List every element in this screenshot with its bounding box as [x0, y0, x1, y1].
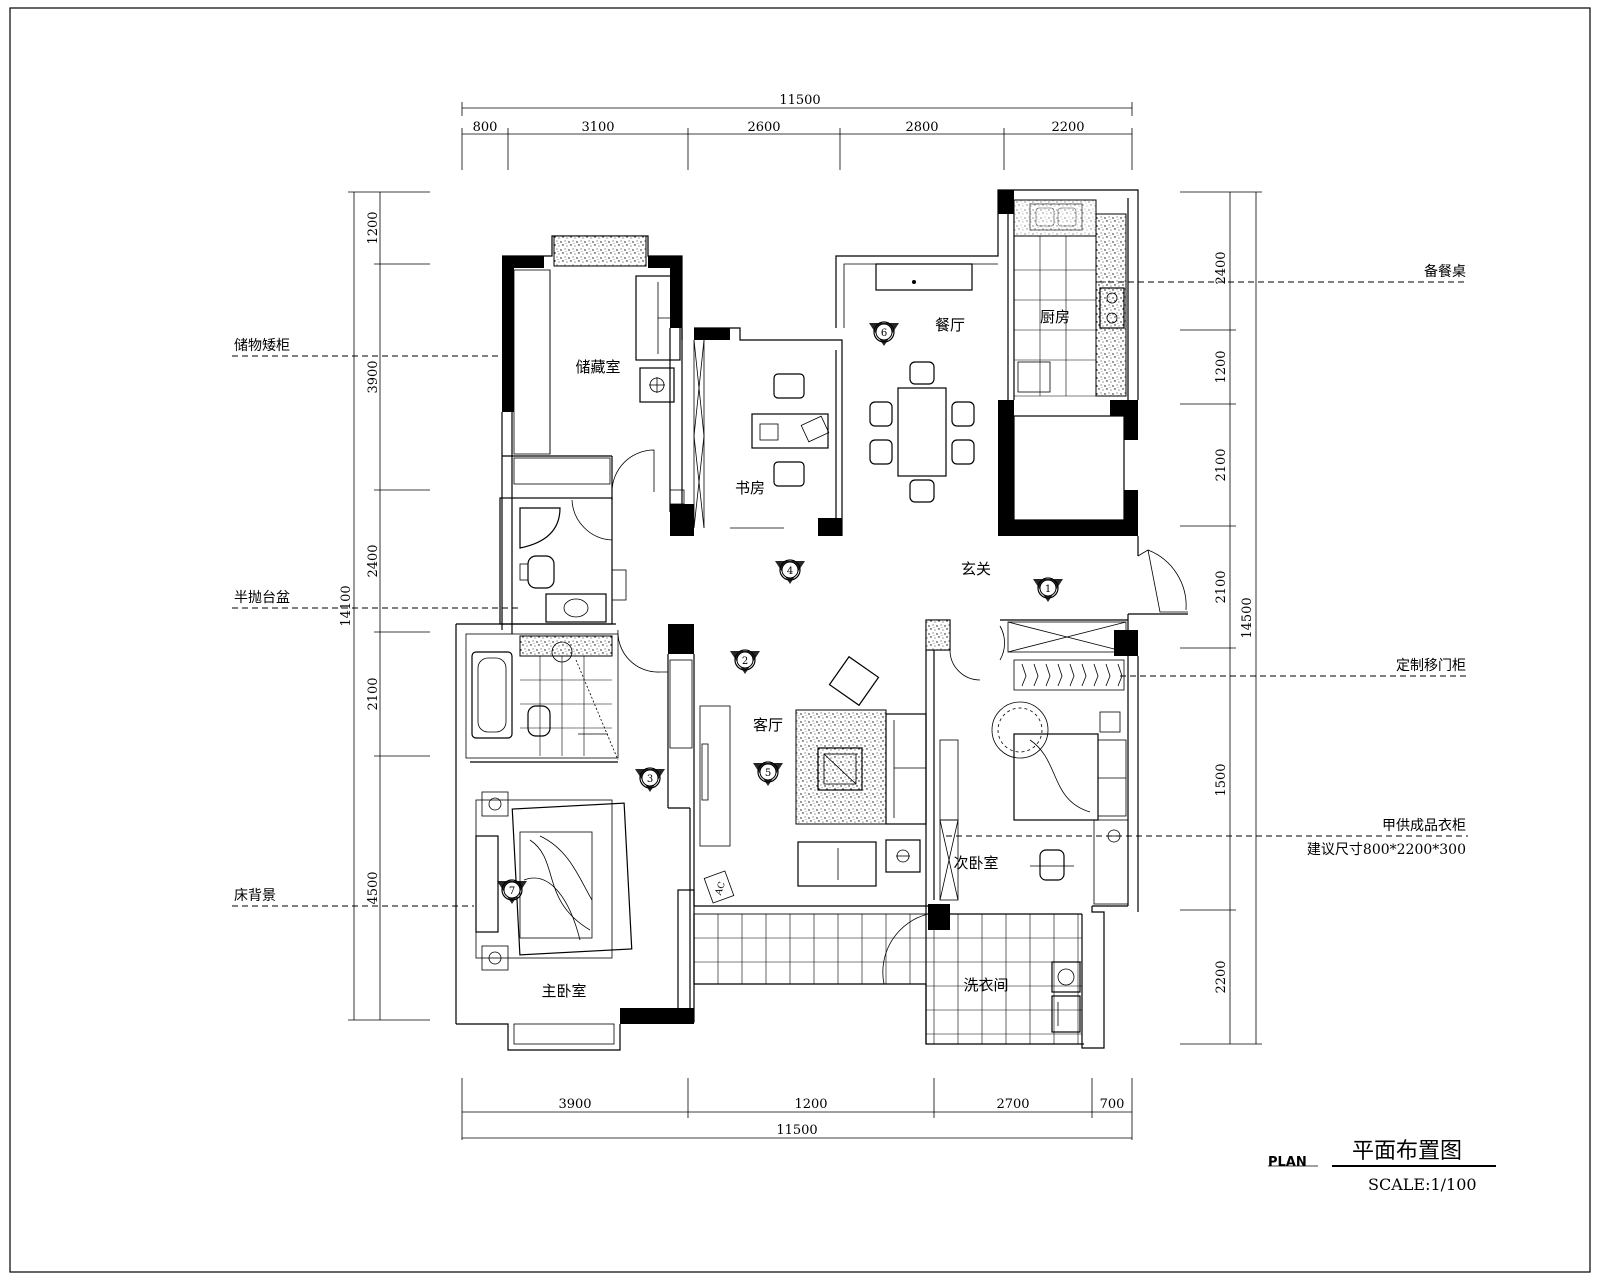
dim-top-total: 11500	[779, 93, 820, 108]
dim-top-seg-4: 2800	[905, 120, 938, 135]
dim-right-seg-2: 1200	[1214, 350, 1229, 383]
dim-top-seg-1: 800	[473, 120, 498, 135]
callouts: 储物矮柜 半抛台盆 床背景 备餐桌 定制移门柜 甲供成品衣柜 建议尺寸800*2…	[232, 263, 1468, 907]
dim-bottom-total: 11500	[776, 1123, 817, 1138]
room-labels: 储藏室 书房 餐厅 厨房 玄关 客厅 次卧室 主卧室 洗衣间	[541, 308, 1070, 1000]
dim-bottom-seg-2: 1200	[794, 1097, 827, 1112]
room-foyer: 玄关	[961, 560, 991, 578]
view-marker-number: 5	[765, 768, 771, 779]
view-marker: 7	[497, 879, 527, 904]
room-kitchen: 厨房	[1040, 308, 1070, 326]
view-marker-number: 3	[647, 774, 653, 785]
dim-right-seg-3: 2100	[1214, 448, 1229, 481]
callout-bed-backdrop: 床背景	[234, 888, 276, 904]
dim-left-seg-2: 3900	[366, 360, 381, 393]
balcony-tiles	[693, 913, 1082, 1044]
room-storage: 储藏室	[575, 358, 620, 376]
view-marker-number: 2	[742, 656, 748, 667]
dim-bottom-seg-1: 3900	[558, 1097, 591, 1112]
dim-right-seg-6: 2200	[1214, 960, 1229, 993]
dim-right-seg-4: 2100	[1214, 570, 1229, 603]
title-block: PLAN 平面布置图 SCALE:1/100	[1268, 1139, 1496, 1194]
view-marker: 5	[753, 761, 783, 786]
dim-bottom-seg-3: 2700	[996, 1097, 1029, 1112]
dim-top-seg-2: 3100	[581, 120, 614, 135]
callout-storage-cabinet: 储物矮柜	[234, 338, 290, 354]
dim-right-seg-5: 1500	[1214, 763, 1229, 796]
room-dining: 餐厅	[935, 316, 965, 334]
drawing-frame	[9, 7, 1591, 1273]
left-dimensions: 1200 3900 2400 2100 4500 14100	[339, 191, 430, 1021]
dim-left-seg-4: 2100	[366, 677, 381, 710]
room-living: 客厅	[753, 716, 783, 734]
callout-basin-counter: 半抛台盆	[234, 590, 290, 606]
room-study: 书房	[735, 479, 765, 497]
dim-left-seg-5: 4500	[366, 871, 381, 904]
room-laundry: 洗衣间	[963, 976, 1008, 994]
callout-sliding-wardrobe: 定制移门柜	[1396, 658, 1466, 674]
room-second-bedroom: 次卧室	[953, 854, 998, 872]
walls	[455, 189, 1188, 1051]
dim-left-total: 14100	[339, 585, 354, 626]
view-marker-number: 4	[787, 566, 793, 577]
dim-top-seg-3: 2600	[747, 120, 780, 135]
top-dimensions: 11500 800 3100 2600 2800 2200	[461, 93, 1133, 170]
view-marker: 3	[635, 767, 665, 792]
ac-label: AC	[714, 881, 728, 898]
callout-wardrobe-size: 建议尺寸800*2200*300	[1307, 842, 1466, 858]
dim-left-seg-3: 2400	[366, 544, 381, 577]
dim-left-seg-1: 1200	[366, 211, 381, 244]
furniture: AC	[471, 199, 1127, 1033]
callout-wardrobe-product: 甲供成品衣柜	[1382, 818, 1466, 834]
tile-grids	[519, 235, 1096, 1044]
wardrobe-hangers	[1013, 659, 1125, 691]
view-marker: 1	[1033, 577, 1063, 602]
view-marker-number: 7	[509, 886, 515, 897]
plan-label: PLAN	[1268, 1155, 1307, 1170]
view-marker: 4	[775, 559, 805, 584]
bottom-dimensions: 3900 1200 2700 700 11500	[461, 1078, 1133, 1140]
view-marker: 6	[869, 321, 899, 346]
dim-top-seg-5: 2200	[1051, 120, 1084, 135]
view-marker: 2	[730, 649, 760, 674]
right-dimensions: 2400 1200 2100 2100 1500 2200 14500	[1180, 191, 1262, 1045]
drawing-title: 平面布置图	[1352, 1139, 1462, 1164]
dim-right-total: 14500	[1240, 597, 1255, 638]
view-markers: 4 2 5 3 1 6 7	[497, 321, 1063, 904]
view-marker-number: 1	[1045, 584, 1051, 595]
dim-right-seg-1: 2400	[1214, 251, 1229, 284]
drawing-scale: SCALE:1/100	[1368, 1175, 1477, 1194]
callout-sideboard: 备餐桌	[1424, 263, 1466, 280]
dim-bottom-seg-4: 700	[1100, 1097, 1125, 1112]
view-marker-number: 6	[881, 328, 887, 339]
door-swings	[571, 449, 1187, 985]
room-master-bedroom: 主卧室	[541, 982, 586, 1000]
